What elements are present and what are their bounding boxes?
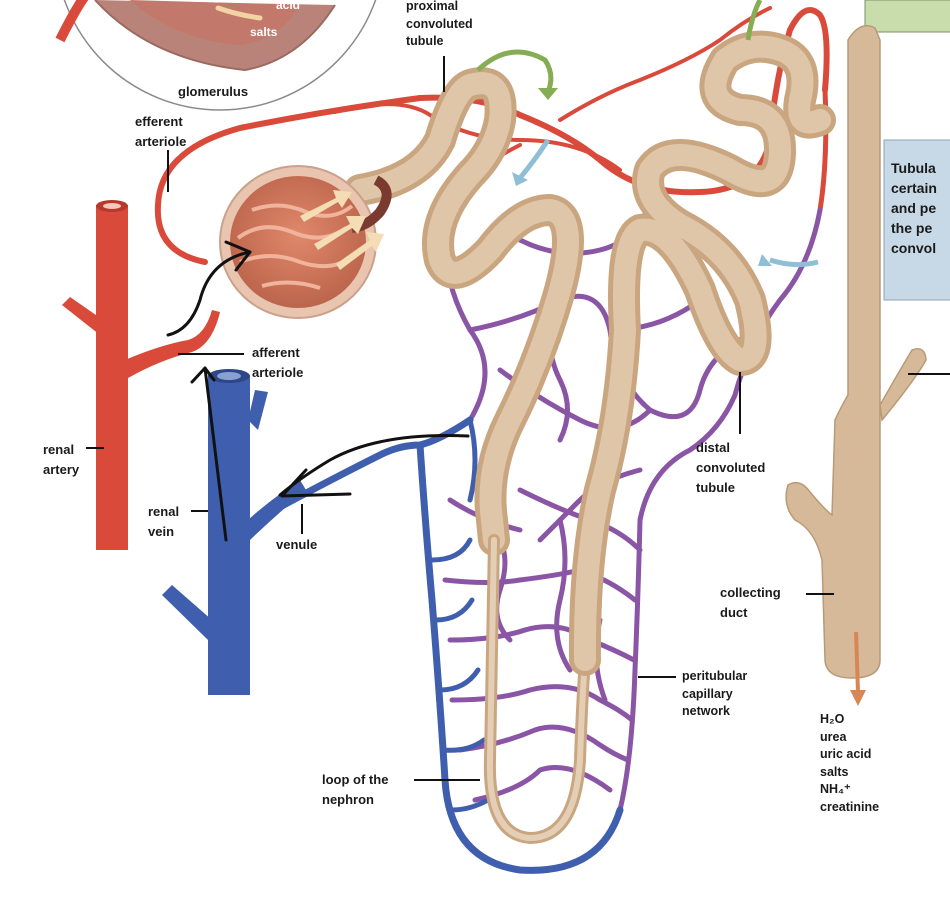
efferent-arteriole-label: efferent arteriole bbox=[135, 114, 187, 149]
callout-line: the pe bbox=[891, 220, 933, 236]
inset-acid-label: acid bbox=[276, 0, 301, 12]
urine-components-list: H₂O urea uric acid salts NH₄⁺ creatinine bbox=[820, 711, 879, 816]
collecting-duct-label: collecting duct bbox=[720, 585, 781, 620]
venous-network bbox=[261, 416, 624, 874]
callout-line: and pe bbox=[891, 200, 937, 216]
urine-item: salts bbox=[820, 764, 849, 779]
collecting-duct bbox=[785, 25, 927, 706]
leader-lines bbox=[86, 56, 950, 781]
inset-salts-label: salts bbox=[250, 25, 278, 39]
tubular-callout-box bbox=[883, 139, 950, 301]
peritubular-network-label: peritubular capillary network bbox=[682, 669, 748, 718]
urine-item: creatinine bbox=[820, 799, 880, 814]
glomerulus-label: glomerulus bbox=[178, 84, 249, 99]
hand-drawn-arrows bbox=[166, 240, 470, 542]
urine-item: NH₄⁺ bbox=[820, 782, 851, 796]
green-callout-box bbox=[864, 0, 950, 33]
green-arrows bbox=[476, 0, 763, 93]
renal-artery-label: renal artery bbox=[43, 442, 80, 477]
urine-item: urea bbox=[820, 729, 847, 744]
renal-artery bbox=[62, 200, 220, 550]
proximal-tubule-label: proximal convoluted tubule bbox=[406, 0, 473, 48]
loop-of-nephron-label: loop of the nephron bbox=[322, 772, 389, 807]
distal-tubule-label: distal convoluted tubule bbox=[696, 440, 766, 495]
callout-line: certain bbox=[891, 180, 937, 196]
urine-item: uric acid bbox=[820, 747, 872, 761]
afferent-arteriole-label: afferent arteriole bbox=[252, 345, 304, 380]
blue-arrows bbox=[518, 138, 819, 268]
filtration-arrows bbox=[300, 190, 384, 270]
glomerular-capsule bbox=[219, 165, 392, 319]
glomerulus-inset bbox=[55, 0, 377, 111]
tubular-callout-text: Tubula certain and pe the pe convol bbox=[891, 158, 950, 258]
renal-vein-label: renal vein bbox=[148, 504, 180, 539]
renal-vein bbox=[162, 369, 306, 695]
callout-line: convol bbox=[891, 240, 937, 256]
nephron-tubule bbox=[344, 30, 836, 844]
callout-line: Tubula bbox=[891, 160, 936, 176]
urine-item: H₂O bbox=[820, 712, 845, 726]
venule-label: venule bbox=[276, 537, 318, 552]
